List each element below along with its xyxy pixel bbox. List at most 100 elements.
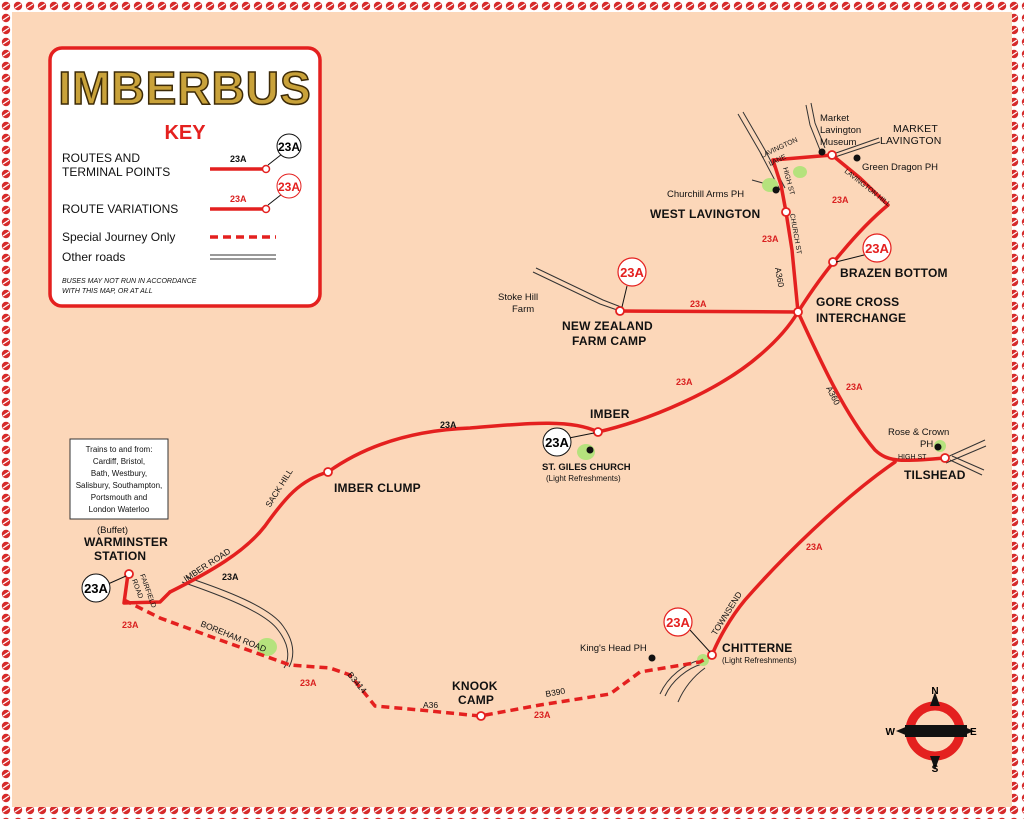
stop-warminster [124,569,134,579]
svg-text:CAMP: CAMP [458,693,494,707]
svg-text:(Buffet): (Buffet) [97,525,128,536]
map-key: IMBERBUS KEY ROUTES AND TERMINAL POINTS … [48,46,322,308]
stop-market-lavington [827,150,837,160]
svg-text:King's Head PH: King's Head PH [580,643,647,654]
place-labels: (Buffet) WARMINSTER STATION IMBER CLUMP … [84,113,966,707]
svg-text:A36: A36 [423,700,438,710]
svg-text:IMBER CLUMP: IMBER CLUMP [334,481,421,495]
svg-text:23A: 23A [666,615,690,630]
svg-text:(Light Refreshments): (Light Refreshments) [722,656,797,665]
svg-text:Lavington: Lavington [820,125,861,136]
svg-text:E: E [970,727,977,738]
svg-text:GORE CROSS: GORE CROSS [816,295,899,309]
svg-text:23A: 23A [865,241,889,256]
route-bubble-nz-farm: 23A [617,257,647,308]
svg-text:CHITTERNE: CHITTERNE [722,641,792,655]
map-title: IMBERBUS [58,62,311,114]
svg-text:23A: 23A [690,299,707,309]
svg-text:N: N [931,686,938,697]
svg-text:Cardiff, Bristol,: Cardiff, Bristol, [93,457,145,466]
route-bubbles: 23A 23A 23A 23A 23A [81,233,892,653]
svg-text:Special Journey Only: Special Journey Only [62,230,175,244]
route-23a [122,153,947,657]
svg-text:London Waterloo: London Waterloo [89,505,150,514]
svg-text:WITH THIS MAP, OR AT ALL: WITH THIS MAP, OR AT ALL [62,288,153,295]
svg-text:23A: 23A [230,194,247,204]
trains-info-box: Trains to and from: Cardiff, Bristol, Ba… [69,438,169,520]
svg-text:23A: 23A [762,234,779,244]
svg-text:23A: 23A [676,377,693,387]
stop-tilshead [940,453,950,463]
svg-text:IMBER: IMBER [590,407,630,421]
stop-knook-camp [476,711,486,721]
svg-text:23A: 23A [440,420,457,430]
stop-imber-clump [323,467,333,477]
svg-text:ST. GILES CHURCH: ST. GILES CHURCH [542,462,631,473]
svg-text:23A: 23A [806,542,823,552]
svg-text:23A: 23A [620,265,644,280]
svg-text:Salisbury, Southampton,: Salisbury, Southampton, [76,481,163,490]
svg-text:MARKET: MARKET [893,123,938,135]
svg-text:Museum: Museum [820,137,857,148]
svg-text:TILSHEAD: TILSHEAD [904,468,966,482]
stop-chitterne [707,650,717,660]
svg-text:ROUTE VARIATIONS: ROUTE VARIATIONS [62,202,178,216]
svg-text:LAVINGTON: LAVINGTON [880,135,942,147]
svg-text:Bath, Westbury,: Bath, Westbury, [91,469,147,478]
svg-text:23A: 23A [278,180,300,194]
route-bubble-brazen: 23A [835,233,892,263]
svg-text:(Light Refreshments): (Light Refreshments) [546,474,621,483]
svg-text:23A: 23A [832,195,849,205]
svg-text:NEW ZEALAND: NEW ZEALAND [562,319,653,333]
stop-brazen-bottom [828,257,838,267]
svg-text:TERMINAL POINTS: TERMINAL POINTS [62,165,170,179]
stops [124,150,950,721]
svg-text:23A: 23A [278,140,300,154]
route-bubble-chitterne: 23A [663,607,711,653]
stop-nz-farm [615,306,625,316]
svg-text:S: S [932,764,939,775]
svg-text:23A: 23A [84,581,108,596]
stop-west-lavington [781,207,791,217]
svg-text:FARM CAMP: FARM CAMP [572,334,646,348]
svg-text:Farm: Farm [512,304,534,315]
svg-text:Trains to and from:: Trains to and from: [86,445,153,454]
svg-text:23A: 23A [534,710,551,720]
svg-text:23A: 23A [222,572,239,582]
svg-text:23A: 23A [122,620,139,630]
svg-text:Market: Market [820,113,849,124]
compass-rose: N S W E [886,686,977,775]
route-bubble-imber: 23A [542,427,595,457]
svg-text:Stoke Hill: Stoke Hill [498,292,538,303]
svg-text:INTERCHANGE: INTERCHANGE [816,311,906,325]
svg-text:ROUTES AND: ROUTES AND [62,151,140,165]
svg-text:B390: B390 [545,686,567,699]
svg-text:23A: 23A [300,678,317,688]
svg-text:BUSES MAY NOT RUN IN ACCORDANC: BUSES MAY NOT RUN IN ACCORDANCE [62,278,197,285]
svg-text:23A: 23A [545,435,569,450]
svg-text:HIGH ST: HIGH ST [898,454,927,461]
svg-text:Rose & Crown: Rose & Crown [888,427,949,438]
svg-text:Portsmouth and: Portsmouth and [91,493,147,502]
svg-text:A360: A360 [773,267,786,289]
svg-text:PH: PH [920,439,933,450]
svg-text:BRAZEN BOTTOM: BRAZEN BOTTOM [840,266,948,280]
svg-text:KNOOK: KNOOK [452,679,498,693]
svg-text:WEST LAVINGTON: WEST LAVINGTON [650,207,760,221]
special-journey-route [123,598,713,718]
svg-text:STATION: STATION [94,549,146,563]
svg-text:Churchill Arms PH: Churchill Arms PH [667,189,744,200]
key-heading: KEY [164,122,206,144]
svg-text:23A: 23A [846,382,863,392]
svg-text:Other roads: Other roads [62,250,125,264]
route-bubble-warminster: 23A [81,573,127,603]
svg-text:Green Dragon PH: Green Dragon PH [862,162,938,173]
route-labels: 23A 23A 23A 23A 23A 23A 23A 23A 23A 23A … [122,195,863,720]
poi-dots [586,148,942,662]
svg-text:W: W [886,727,896,738]
svg-text:23A: 23A [230,154,247,164]
svg-text:WARMINSTER: WARMINSTER [84,535,168,549]
stop-imber [593,427,603,437]
stop-gore-cross [793,307,803,317]
